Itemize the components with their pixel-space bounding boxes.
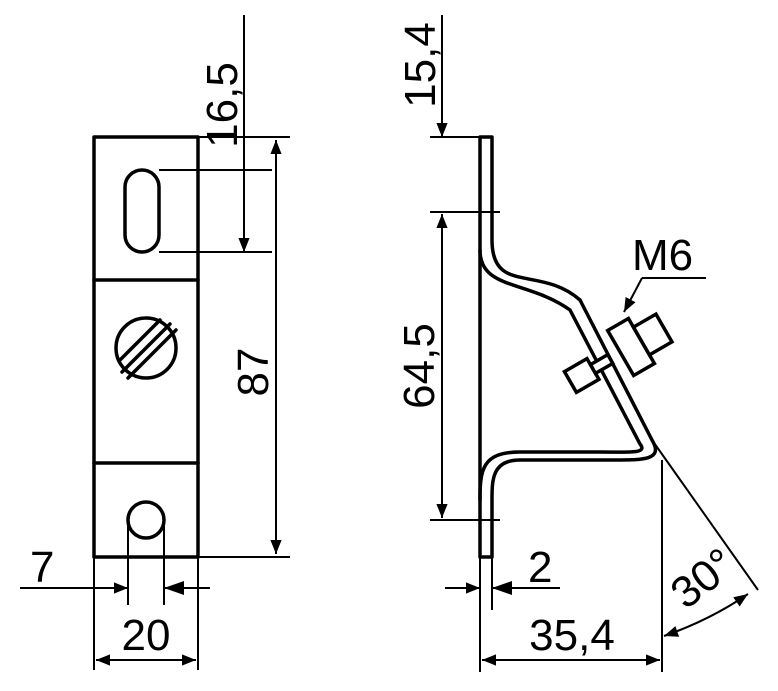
side-view: M6 15,4 64,5 2 35,4 30° <box>395 15 759 672</box>
front-view: 16,5 87 7 20 <box>20 15 290 670</box>
dim-thickness-label: 2 <box>528 543 552 592</box>
screw-head <box>114 316 178 380</box>
bracket-profile-inner <box>478 248 644 502</box>
bracket-profile-outer <box>478 135 658 559</box>
bracket-outline <box>92 135 200 559</box>
round-hole <box>126 500 166 540</box>
dim-total-height-label: 87 <box>229 348 278 397</box>
dim-angle-label: 30° <box>662 539 745 619</box>
dim-hole-offset-label: 7 <box>30 543 54 592</box>
thread-label: M6 <box>632 231 693 280</box>
slot-hole <box>123 168 161 254</box>
dim-slot-offset-label: 16,5 <box>198 62 247 148</box>
dim-width-label: 20 <box>122 611 171 660</box>
dim-top-offset-label: 15,4 <box>396 22 445 108</box>
dim-span-label: 64,5 <box>395 323 444 409</box>
dim-angle-arc <box>663 593 749 637</box>
dim-depth-label: 35,4 <box>529 611 615 660</box>
nut-screw <box>562 311 675 395</box>
